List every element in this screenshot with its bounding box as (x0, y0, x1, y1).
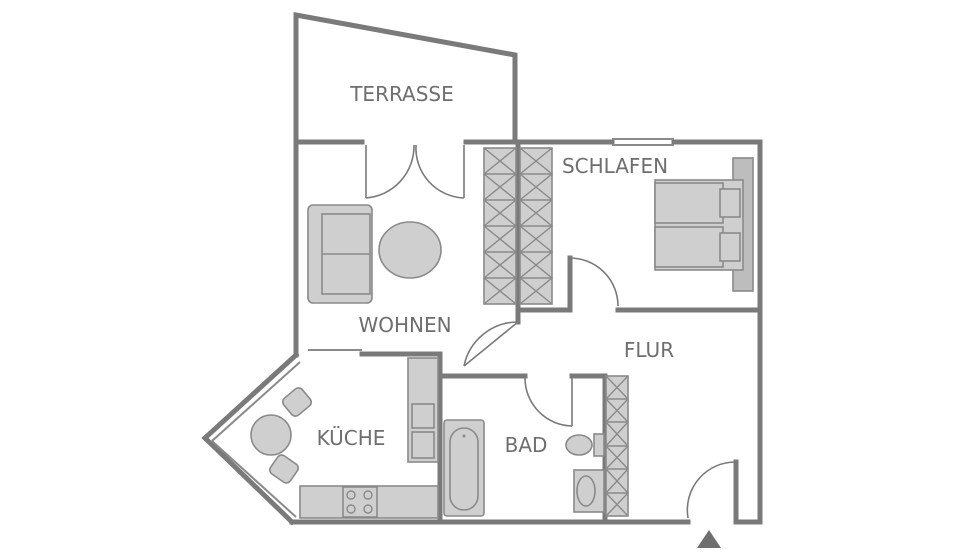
wardrobes (482, 147, 629, 517)
room-label-bedroom: SCHLAFEN (562, 154, 668, 178)
entrance-arrow-icon (697, 530, 721, 548)
wardrobe-right (518, 147, 554, 305)
chair-top (281, 387, 313, 417)
bath-door (524, 376, 573, 427)
living-door (463, 321, 519, 367)
room-label-hall: FLUR (624, 338, 674, 362)
terrace (293, 12, 518, 143)
stove-icon (342, 486, 378, 518)
toilet (573, 469, 605, 513)
kitchen-table (250, 414, 292, 456)
terrace-outline (293, 12, 518, 143)
kitchen-appliance (411, 431, 435, 459)
washbasin (565, 433, 605, 457)
wardrobe-left (482, 147, 518, 305)
room-label-living: WOHNEN (358, 313, 451, 337)
room-label-kitchen: KÜCHE (317, 426, 386, 450)
bath-furniture (443, 419, 605, 517)
entrance-door (686, 461, 737, 519)
kitchen-furniture (250, 357, 439, 519)
living-table (378, 221, 442, 279)
doors (365, 144, 737, 519)
bedroom-door (569, 257, 619, 310)
kitchen-sink (411, 403, 435, 429)
sofa (307, 204, 373, 304)
room-label-bath: BAD (505, 433, 548, 457)
exterior-walls (201, 138, 763, 526)
chair-bottom (269, 454, 299, 484)
living-furniture (307, 204, 442, 304)
room-label-terrace: TERRASSE (349, 82, 454, 106)
terrace-door (365, 144, 465, 199)
hall-wardrobe (605, 375, 629, 517)
double-bed (654, 157, 754, 292)
